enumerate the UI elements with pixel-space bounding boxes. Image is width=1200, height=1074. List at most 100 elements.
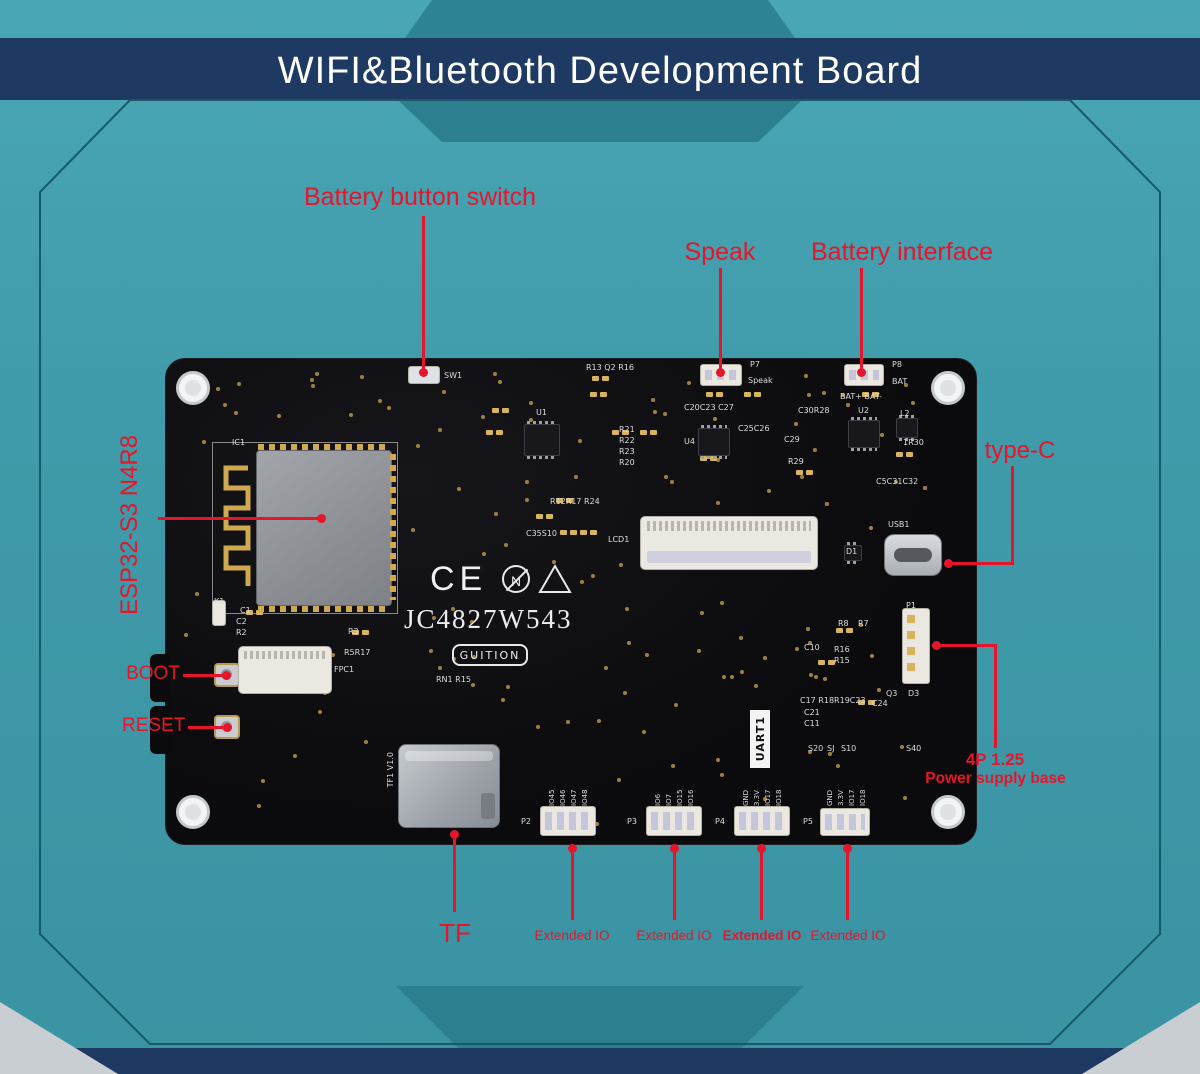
silkscreen-label: P5 <box>803 817 813 826</box>
pin-label: IO17 <box>848 789 856 806</box>
silkscreen-label: R3 <box>348 627 359 636</box>
silkscreen-label: RN1 R15 <box>436 675 471 684</box>
brand-logo: GUITION <box>452 644 528 666</box>
via-dot <box>411 528 415 532</box>
via-dot <box>318 710 322 714</box>
via-dot <box>429 649 433 653</box>
esp32-shield <box>256 450 392 606</box>
silkscreen-label: FPC1 <box>334 665 355 674</box>
silkscreen-label: C1 <box>240 606 251 615</box>
via-dot <box>794 422 798 426</box>
pin-label: IO7 <box>665 793 673 806</box>
via-dot <box>670 480 674 484</box>
chip-u1 <box>524 421 560 459</box>
via-dot <box>597 719 601 723</box>
castellation-pads <box>390 454 396 600</box>
via-dot <box>687 381 691 385</box>
solder-pad <box>570 530 577 535</box>
chip-u4 <box>698 425 730 459</box>
extended-io-connector-p3 <box>646 806 702 836</box>
pin-label: 3.3V <box>753 790 761 806</box>
via-dot <box>529 401 533 405</box>
lcd-fpc-connector <box>640 516 818 570</box>
via-dot <box>619 563 623 567</box>
via-dot <box>651 398 655 402</box>
silkscreen-label: D3 <box>908 689 920 698</box>
silkscreen-label: C10 <box>804 643 820 652</box>
solder-pad <box>612 430 619 435</box>
antenna-trace <box>223 465 251 586</box>
via-dot <box>716 501 720 505</box>
silkscreen-label: SW1 <box>444 371 463 380</box>
solder-pad <box>896 452 903 457</box>
via-dot <box>836 764 840 768</box>
via-dot <box>894 480 898 484</box>
via-dot <box>623 691 627 695</box>
via-dot <box>814 675 818 679</box>
silkscreen-label: R23 <box>619 447 635 456</box>
pin-label: 3.3V <box>837 790 845 806</box>
silkscreen-label: TF1 V1.0 <box>386 752 395 788</box>
via-dot <box>442 390 446 394</box>
via-dot <box>642 730 646 734</box>
silkscreen-label: U4 <box>684 437 695 446</box>
solder-pad <box>806 470 813 475</box>
via-dot <box>277 414 281 418</box>
via-dot <box>674 703 678 707</box>
silkscreen-label: C21 <box>804 708 820 717</box>
solder-pad <box>246 610 253 615</box>
via-dot <box>880 433 884 437</box>
via-dot <box>697 649 701 653</box>
silkscreen-label: R13 Q2 R16 <box>586 363 634 372</box>
solder-pad <box>754 392 761 397</box>
leader-line <box>846 848 849 920</box>
via-dot <box>482 552 486 556</box>
via-dot <box>331 653 335 657</box>
silkscreen-label: LCD1 <box>608 535 630 544</box>
silkscreen-label: C35S10 <box>526 529 558 538</box>
solder-pad <box>622 430 629 435</box>
extended-io-connector-p5 <box>820 808 870 836</box>
silkscreen-label: R22 <box>619 436 635 445</box>
mounting-hole <box>176 371 210 405</box>
solder-pad <box>592 376 599 381</box>
via-dot <box>807 393 811 397</box>
silkscreen-label: U1 <box>536 408 547 417</box>
label-extended-io-4: Extended IO <box>810 928 886 943</box>
via-dot <box>663 412 667 416</box>
via-dot <box>498 380 502 384</box>
via-dot <box>574 475 578 479</box>
solder-pad <box>580 530 587 535</box>
via-dot <box>472 655 476 659</box>
silkscreen-label: C17 R18R19C23 <box>800 696 866 705</box>
via-dot <box>481 415 485 419</box>
silkscreen-label: R16 <box>834 645 850 654</box>
solder-pad <box>836 628 843 633</box>
label-speak: Speak <box>684 238 756 266</box>
tf-card-slot <box>398 744 500 828</box>
leader-line <box>571 848 574 920</box>
silkscreen-label: P1 <box>906 601 916 610</box>
solder-pad <box>590 530 597 535</box>
label-extended-io-2: Extended IO <box>636 928 712 943</box>
leader-line <box>183 674 225 677</box>
power-base-connector-p1 <box>902 608 930 684</box>
mounting-hole <box>931 795 965 829</box>
leader-dot <box>716 368 725 377</box>
label-battery-interface: Battery interface <box>810 238 994 266</box>
via-dot <box>754 684 758 688</box>
silkscreen-label: R5R17 <box>344 648 371 657</box>
via-dot <box>730 675 734 679</box>
via-dot <box>740 670 744 674</box>
via-dot <box>591 574 595 578</box>
pin-label: IO18 <box>775 789 783 806</box>
pcb-tab-reset <box>150 706 170 754</box>
label-esp32: ESP32-S3 N4R8 <box>116 434 143 616</box>
silkscreen-label: S20 <box>808 744 824 753</box>
fpc1-connector <box>238 646 332 694</box>
via-dot <box>617 778 621 782</box>
usb-c-port <box>884 534 942 576</box>
solder-pad <box>556 498 563 503</box>
leader-line <box>949 562 1013 565</box>
